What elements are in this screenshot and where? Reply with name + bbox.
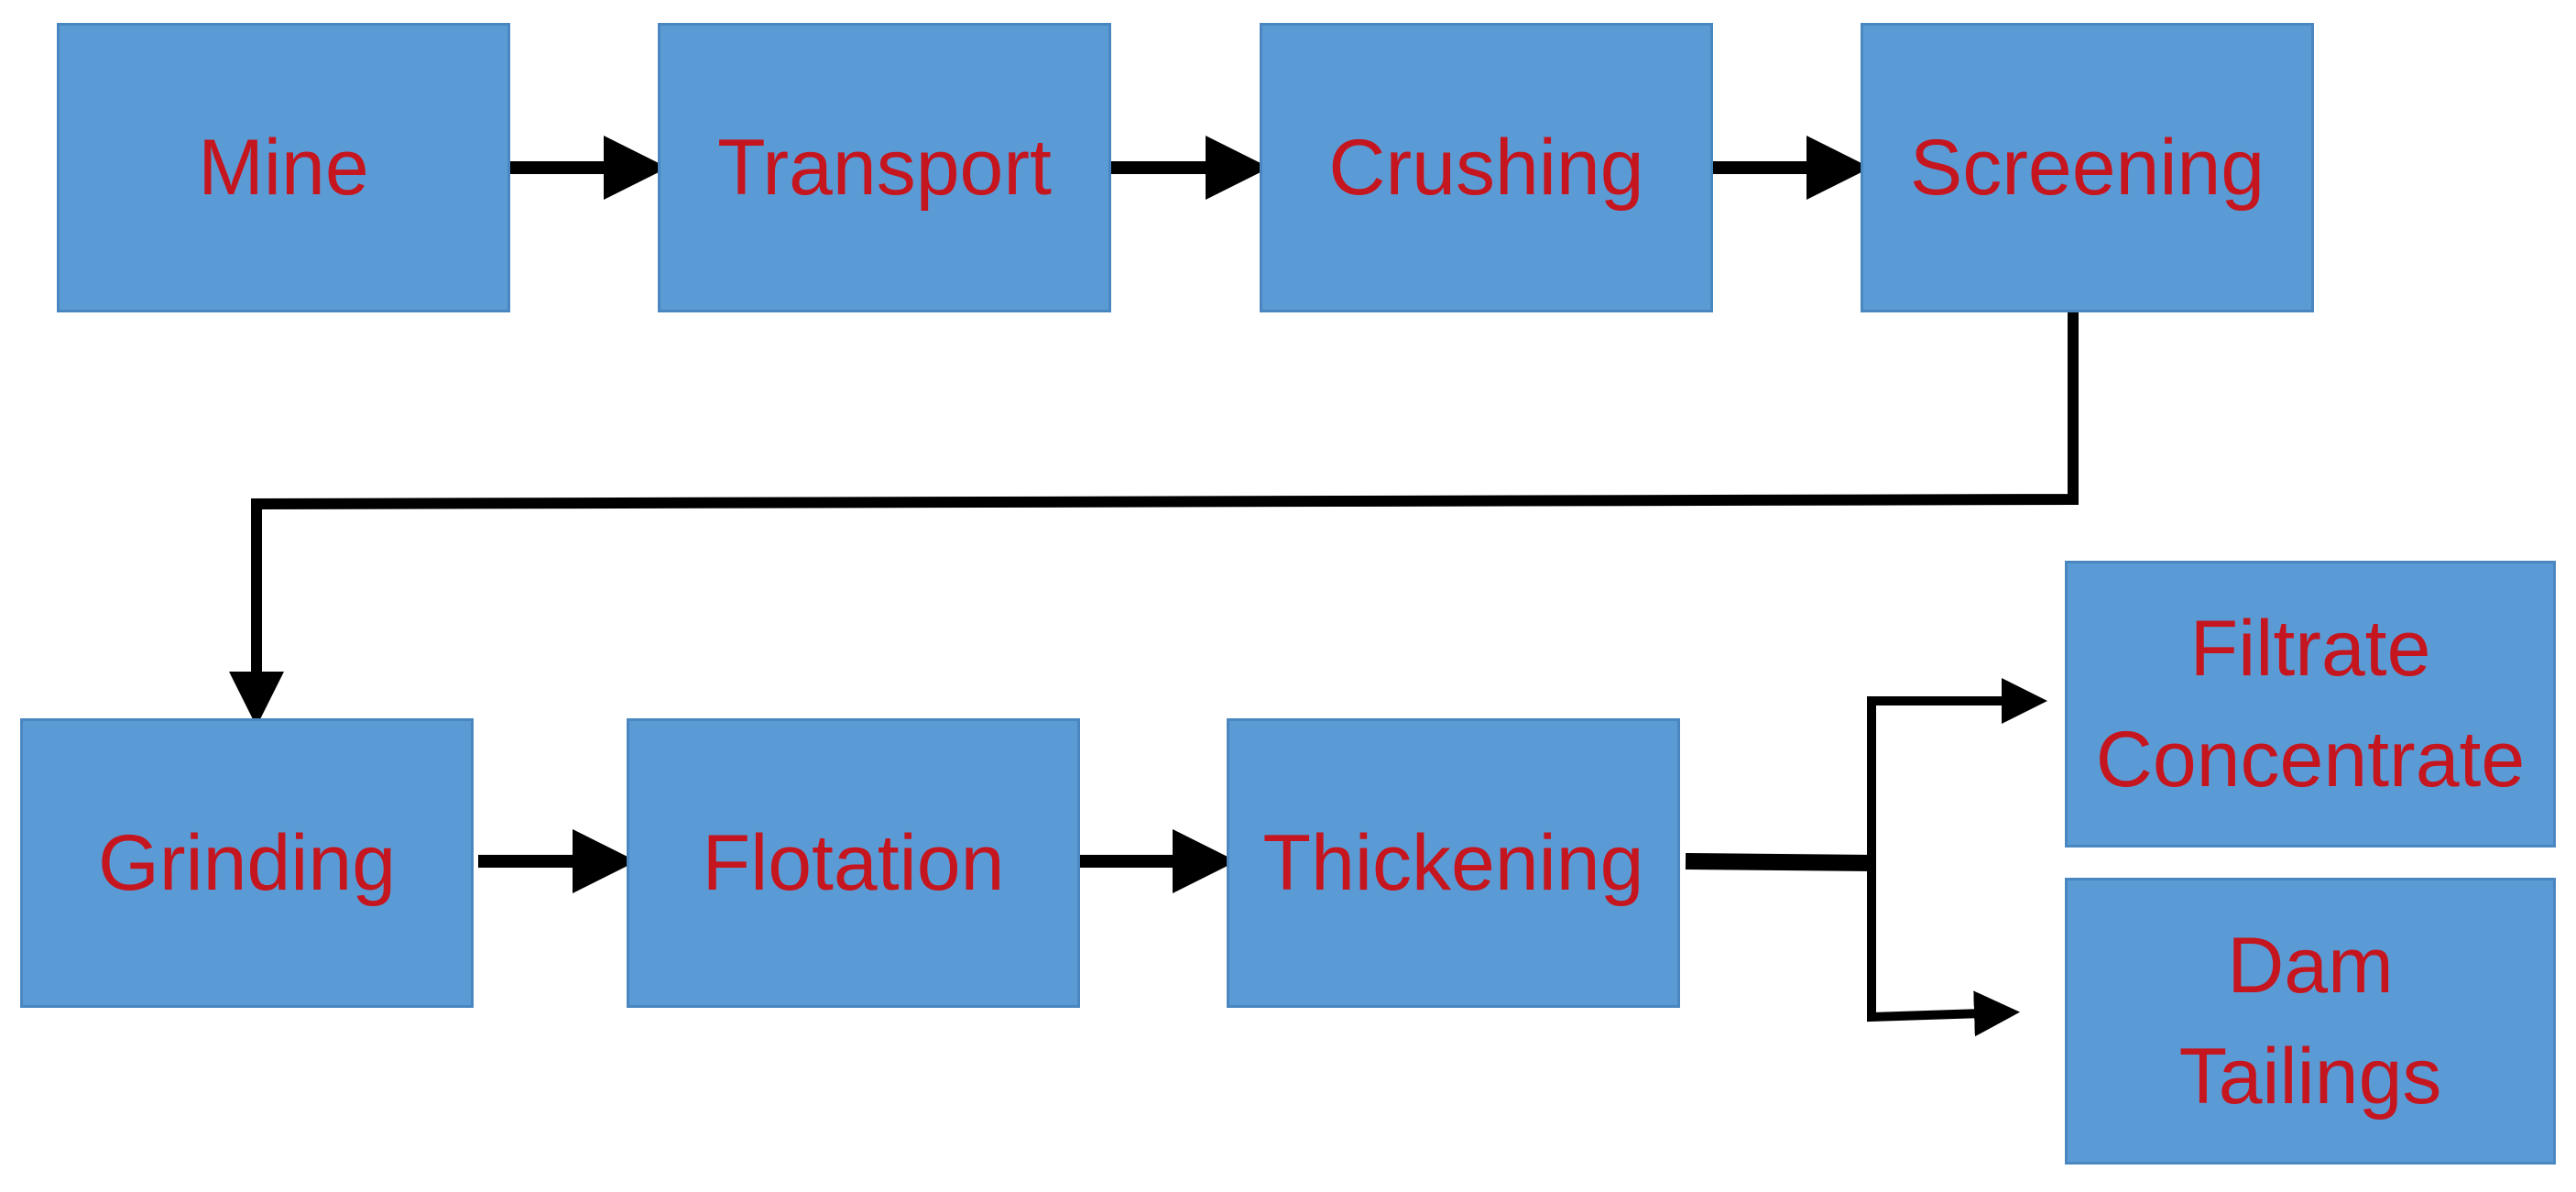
node-label: Mine xyxy=(198,123,369,212)
node-crushing: Crushing xyxy=(1260,23,1713,312)
node-label-line-2: Tailings xyxy=(2178,1032,2442,1121)
edge-screening-to-grinding xyxy=(229,312,2079,727)
node-label: Grinding xyxy=(97,818,397,907)
node-label: Transport xyxy=(717,123,1052,212)
node-thickening: Thickening xyxy=(1227,718,1680,1008)
node-grinding: Grinding xyxy=(20,718,474,1008)
node-label: Crushing xyxy=(1328,123,1644,212)
node-label: Flotation xyxy=(702,818,1005,907)
node-transport: Transport xyxy=(658,23,1111,312)
node-label: Thickening xyxy=(1262,818,1644,907)
node-filtrate-concentrate: Filtrate Concentrate xyxy=(2065,561,2556,848)
node-label-line-1: Filtrate xyxy=(2189,605,2431,694)
node-mine: Mine xyxy=(57,23,510,312)
node-label-line-1: Dam xyxy=(2227,922,2394,1011)
edge-thickening-to-dam-tailings xyxy=(1867,861,2020,1037)
node-screening: Screening xyxy=(1861,23,2314,312)
node-label: Screening xyxy=(1909,123,2265,212)
node-flotation: Flotation xyxy=(627,718,1080,1008)
edge-thickening-to-filtrate-concentrate xyxy=(1867,678,2047,866)
node-label-line-2: Concentrate xyxy=(2095,715,2526,804)
node-dam-tailings: Dam Tailings xyxy=(2065,878,2556,1165)
edge-thickening-trunk xyxy=(1685,853,1872,871)
